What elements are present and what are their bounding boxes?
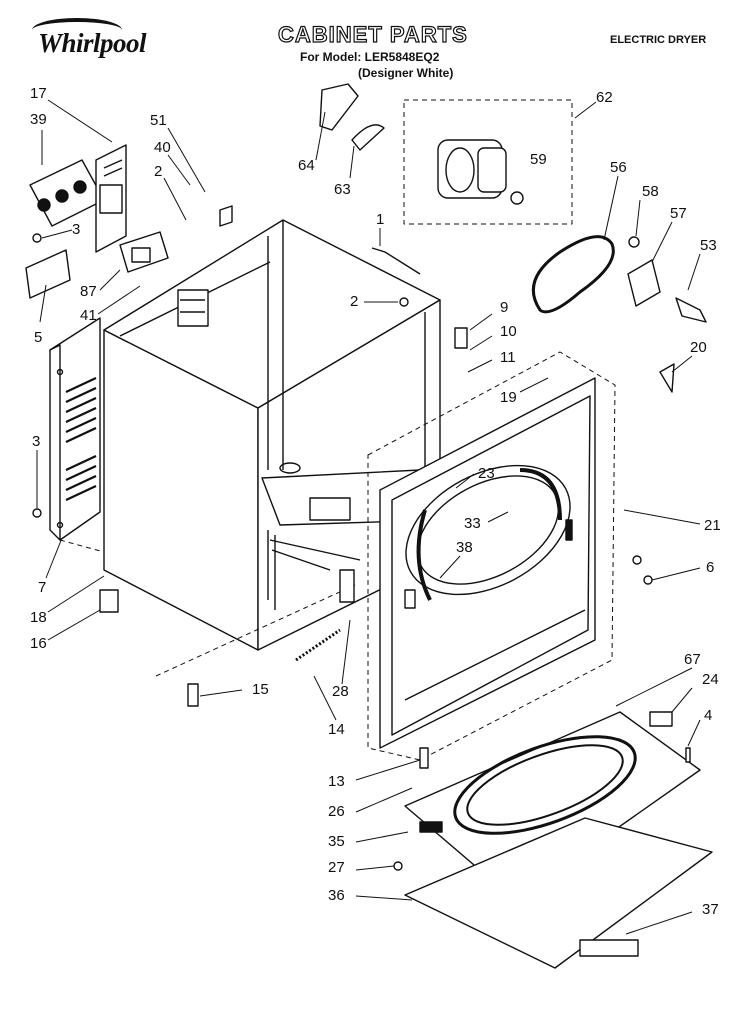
- callout-5: 5: [34, 329, 42, 346]
- whirlpool-logo: Whirlpool: [32, 18, 147, 59]
- callout-23: 23: [478, 465, 495, 482]
- leader-lines: [36, 99, 701, 935]
- callout-11: 11: [500, 349, 516, 366]
- callout-13: 13: [328, 773, 345, 790]
- callout-7: 7: [38, 579, 46, 596]
- callout-2-cabinet: 2: [350, 293, 358, 310]
- callout-56: 56: [610, 159, 627, 176]
- callout-36: 36: [328, 887, 345, 904]
- callout-53: 53: [700, 237, 717, 254]
- callout-24: 24: [702, 671, 719, 688]
- callout-26: 26: [328, 803, 345, 820]
- page-title: CABINET PARTS: [277, 21, 468, 47]
- callout-3: 3: [72, 221, 80, 238]
- callout-59: 59: [530, 151, 547, 168]
- callout-39: 39: [30, 111, 47, 128]
- callout-labels: 17 39 51 40 2 3 87 41 5 64 63 62 59 1 56…: [30, 85, 721, 918]
- callout-57: 57: [670, 205, 687, 222]
- callout-33: 33: [464, 515, 481, 532]
- callout-4: 4: [704, 707, 712, 724]
- logo-swoosh: [32, 18, 122, 42]
- callout-40: 40: [154, 139, 171, 156]
- model-number: For Model: LER5848EQ2: [300, 50, 440, 64]
- callout-58: 58: [642, 183, 659, 200]
- callout-1: 1: [376, 211, 384, 228]
- callout-2: 2: [154, 163, 162, 180]
- base-assembly: [404, 711, 713, 969]
- callout-19: 19: [500, 389, 517, 406]
- callout-3-side: 3: [32, 433, 40, 450]
- callout-6: 6: [706, 559, 714, 576]
- motor-assembly: [319, 83, 524, 205]
- callout-9: 9: [500, 299, 508, 316]
- callout-16: 16: [30, 635, 47, 652]
- dashed-outlines: [59, 99, 616, 761]
- callout-37: 37: [702, 901, 719, 918]
- callout-64: 64: [298, 157, 315, 174]
- callout-27: 27: [328, 859, 345, 876]
- callout-41: 41: [80, 307, 97, 324]
- callout-14: 14: [328, 721, 345, 738]
- callout-51: 51: [150, 112, 167, 129]
- callout-87: 87: [80, 283, 97, 300]
- console-parts: [25, 144, 233, 299]
- front-panel: [379, 377, 596, 749]
- hardware: [32, 233, 691, 871]
- callout-63: 63: [334, 181, 351, 198]
- callout-17: 17: [30, 85, 47, 102]
- callout-62: 62: [596, 89, 613, 106]
- callout-67: 67: [684, 651, 701, 668]
- callout-18: 18: [30, 609, 47, 626]
- side-panel: [49, 317, 101, 541]
- model-variant: (Designer White): [358, 66, 454, 80]
- belt-and-idler: [531, 235, 707, 323]
- product-type: ELECTRIC DRYER: [610, 34, 707, 46]
- callout-20: 20: [690, 339, 707, 356]
- callout-15: 15: [252, 681, 269, 698]
- callout-35: 35: [328, 833, 345, 850]
- callout-28: 28: [332, 683, 349, 700]
- callout-38: 38: [456, 539, 473, 556]
- callout-21: 21: [704, 517, 721, 534]
- callout-10: 10: [500, 323, 517, 340]
